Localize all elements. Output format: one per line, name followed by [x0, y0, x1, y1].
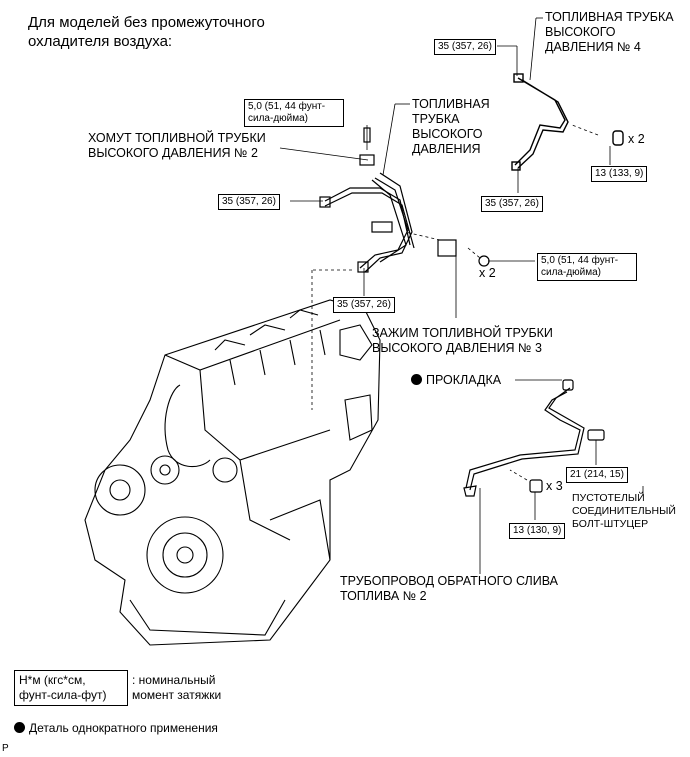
label-return-pipe: ТРУБОПРОВОД ОБРАТНОГО СЛИВА ТОПЛИВА № 2 [340, 574, 558, 604]
label-line: ПУСТОТЕЛЫЙ [572, 492, 645, 504]
leader-lines [279, 17, 644, 574]
label-gasket: ПРОКЛАДКА [411, 373, 501, 388]
torque-line: сила-дюйма) [248, 113, 308, 124]
torque-line: 5,0 (51, 44 фунт- [248, 101, 326, 112]
legend-description: : номинальный момент затяжки [132, 673, 221, 703]
single-use-marker-icon [14, 722, 25, 733]
torque-box: 13 (133, 9) [591, 166, 648, 182]
label-clamp-no2: ХОМУТ ТОПЛИВНОЙ ТРУБКИ ВЫСОКОГО ДАВЛЕНИЯ… [88, 131, 266, 161]
tube-bundle [319, 127, 490, 273]
legend-line: : номинальный [132, 673, 216, 687]
label-fuel-tube: ТОПЛИВНАЯ ТРУБКА ВЫСОКОГО ДАВЛЕНИЯ [412, 97, 490, 157]
label-line: ТОПЛИВА № 2 [340, 589, 427, 603]
legend-line: фунт-сила-фут) [19, 688, 107, 702]
return-pipe [463, 379, 605, 497]
page-title: Для моделей без промежуточного охладител… [28, 13, 265, 51]
label-line: ХОМУТ ТОПЛИВНОЙ ТРУБКИ [88, 131, 266, 145]
label-line: ДАВЛЕНИЯ [412, 142, 481, 156]
legend-line: Н*м (кгс*см, [19, 673, 86, 687]
legend-unit-box: Н*м (кгс*см, фунт-сила-фут) [14, 670, 128, 706]
torque-box: 21 (214, 15) [566, 467, 628, 483]
torque-line: сила-дюйма) [541, 267, 601, 278]
label-line: ЗАЖИМ ТОПЛИВНОЙ ТРУБКИ [372, 326, 553, 340]
legend-single-use: Деталь однократного применения [14, 721, 218, 736]
label-line: БОЛТ-ШТУЦЕР [572, 518, 649, 530]
title-line-1: Для моделей без промежуточного [28, 14, 265, 31]
title-line-2: охладителя воздуха: [28, 33, 173, 50]
label-line: ВЫСОКОГО ДАВЛЕНИЯ № 3 [372, 341, 542, 355]
label-line: ТРУБКА [412, 112, 460, 126]
label-line: ВЫСОКОГО [545, 25, 616, 39]
quantity-label: x 3 [546, 479, 563, 493]
torque-box: 35 (357, 26) [333, 297, 395, 313]
label-line: ВЫСОКОГО ДАВЛЕНИЯ № 2 [88, 146, 258, 160]
quantity-label: x 2 [479, 266, 496, 280]
dashed-guides [311, 124, 599, 481]
tube-no4 [511, 73, 624, 171]
label-line: ТРУБОПРОВОД ОБРАТНОГО СЛИВА [340, 574, 558, 588]
quantity-label: x 2 [628, 132, 645, 146]
corner-code: P [2, 743, 9, 754]
legend-line: момент затяжки [132, 688, 222, 702]
single-use-marker-icon [411, 374, 422, 385]
label-line: ДАВЛЕНИЯ № 4 [545, 40, 641, 54]
label-union-bolt: ПУСТОТЕЛЫЙ СОЕДИНИТЕЛЬНЫЙ БОЛТ-ШТУЦЕР [572, 492, 676, 531]
label-line: ТОПЛИВНАЯ [412, 97, 490, 111]
label-fuel-tube-no4: ТОПЛИВНАЯ ТРУБКА ВЫСОКОГО ДАВЛЕНИЯ № 4 [545, 10, 674, 55]
torque-box: 13 (130, 9) [509, 523, 566, 539]
label-line: СОЕДИНИТЕЛЬНЫЙ [572, 505, 676, 517]
torque-line: 5,0 (51, 44 фунт- [541, 255, 619, 266]
legend-single-use-text: Деталь однократного применения [29, 721, 218, 735]
torque-box: 5,0 (51, 44 фунт- сила-дюйма) [537, 253, 637, 281]
torque-box: 35 (357, 26) [218, 194, 280, 210]
label-line: ТОПЛИВНАЯ ТРУБКА [545, 10, 674, 24]
engine [84, 299, 381, 646]
torque-box: 5,0 (51, 44 фунт- сила-дюйма) [244, 99, 344, 127]
label-line: ВЫСОКОГО [412, 127, 483, 141]
torque-box: 35 (357, 26) [481, 196, 543, 212]
gasket-text: ПРОКЛАДКА [426, 373, 502, 387]
label-clamp-no3: ЗАЖИМ ТОПЛИВНОЙ ТРУБКИ ВЫСОКОГО ДАВЛЕНИЯ… [372, 326, 553, 356]
torque-box: 35 (357, 26) [434, 39, 496, 55]
